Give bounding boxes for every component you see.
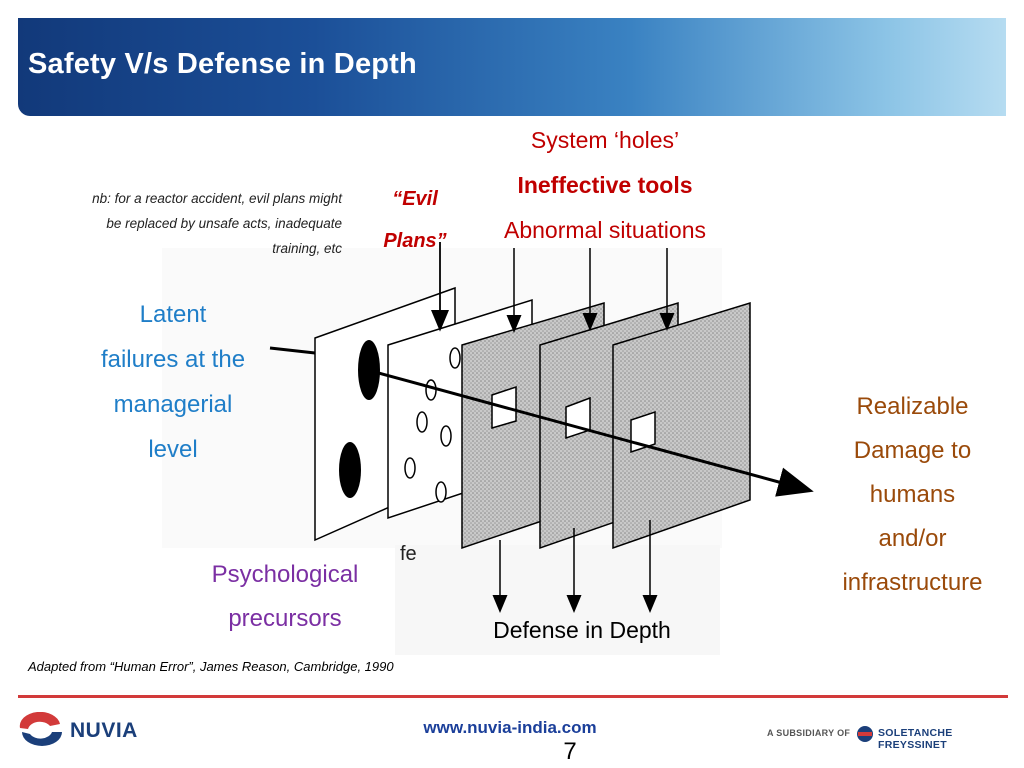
system-holes-text: System ‘holes’ — [530, 127, 680, 153]
psychological-precursors-line: precursors — [228, 605, 342, 632]
latent-failures-line: managerial — [113, 391, 233, 418]
plate-hole — [358, 340, 380, 400]
evil-plans-line: Plans” — [383, 230, 447, 252]
plate-hole — [449, 347, 461, 369]
trajectory-line-start — [269, 346, 316, 355]
plate-hole — [440, 425, 452, 447]
defense-in-depth-label: Defense in Depth — [493, 617, 671, 643]
latent-failures-label: Latent failures at the managerial level — [78, 292, 268, 472]
system-holes-label: System ‘holes’ Ineffective tools Abnorma… — [470, 118, 740, 253]
title-bar — [18, 18, 1006, 116]
psychological-precursors-label: Psychological precursors — [190, 553, 380, 641]
realizable-damage-line: and/or — [878, 525, 947, 552]
plate-hole — [416, 411, 428, 433]
nuvia-brand: NUVIA — [70, 719, 138, 742]
plate-hole — [425, 379, 437, 401]
reactor-note-line: nb: for a reactor accident, evil plans m… — [92, 191, 342, 206]
slide-title: Safety V/s Defense in Depth — [28, 48, 417, 80]
plate-defense-3 — [612, 301, 751, 550]
evil-plans-label: “Evil Plans” — [360, 178, 470, 262]
plate-label-fragment: fe — [400, 543, 417, 565]
realizable-damage-line: Damage to — [853, 437, 972, 464]
diagram-background-lower — [395, 545, 720, 655]
latent-failures-line: failures at the — [100, 346, 246, 373]
realizable-damage-line: humans — [869, 481, 956, 508]
footer-website-link[interactable]: www.nuvia-india.com — [423, 718, 597, 737]
psychological-precursors-line: Psychological — [211, 561, 359, 588]
latent-failures-line: level — [148, 436, 198, 463]
plate-hole — [435, 481, 447, 503]
nuvia-logo-icon — [19, 712, 62, 746]
evil-plans-line: “Evil — [392, 188, 438, 210]
soletanche-logo-icon — [857, 726, 873, 742]
footer-divider — [18, 695, 1008, 698]
realizable-damage-line: infrastructure — [842, 569, 983, 596]
reactor-note: nb: for a reactor accident, evil plans m… — [30, 186, 342, 261]
abnormal-situations-text: Abnormal situations — [504, 217, 706, 243]
realizable-damage-label: Realizable Damage to humans and/or infra… — [820, 385, 1005, 605]
citation: Adapted from “Human Error”, James Reason… — [28, 659, 394, 674]
plate-hole — [404, 457, 416, 479]
subsidiary-text: A SUBSIDIARY OF — [767, 728, 851, 738]
reactor-note-line: be replaced by unsafe acts, inadequate — [106, 216, 342, 231]
realizable-damage-line: Realizable — [856, 393, 969, 420]
ineffective-tools-text: Ineffective tools — [517, 172, 693, 198]
reactor-note-line: training, etc — [272, 241, 342, 256]
latent-failures-line: Latent — [139, 301, 207, 328]
accident-trajectory-arrow — [374, 370, 814, 497]
page-number: 7 — [563, 738, 577, 765]
plate-hole — [339, 442, 361, 498]
parent-company-name: SOLETANCHE FREYSSINET — [878, 727, 953, 751]
